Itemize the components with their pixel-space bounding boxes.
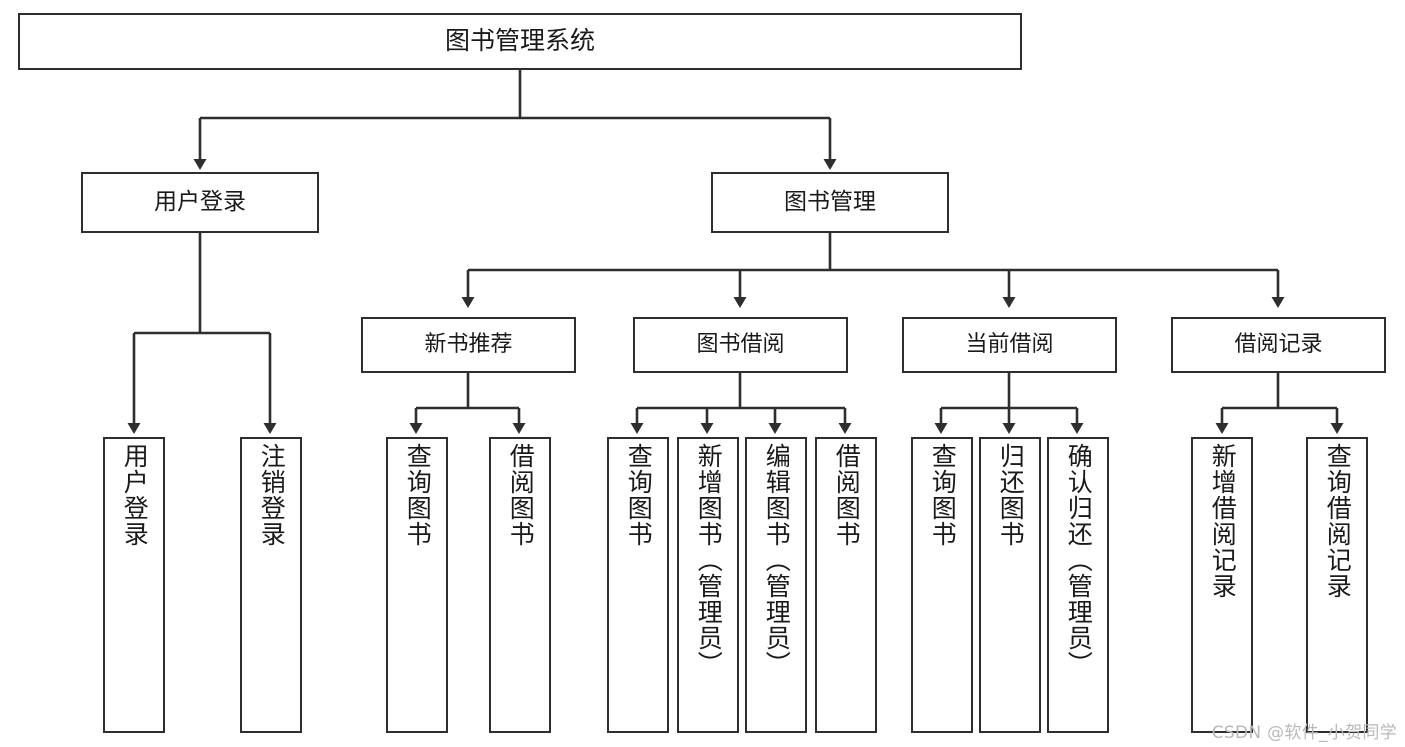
node-book-manage[interactable]: 图书管理 [711,172,949,233]
node-user-login-label: 用户登录 [154,189,246,216]
node-book-borrow-label: 图书借阅 [696,332,785,358]
node-leaf-confirm-return[interactable]: 确认归还（管理员） [1047,437,1109,733]
node-leaf-user-login-label: 用户登录 [120,443,150,547]
node-leaf-add-book-label: 新增图书（管理员） [694,443,724,677]
node-current-borrow[interactable]: 当前借阅 [902,317,1117,373]
node-root-label: 图书管理系统 [444,26,595,56]
csdn-watermark: CSDN @软件_小贺同学 [1211,723,1397,743]
node-leaf-borrow-book-1[interactable]: 借阅图书 [489,437,551,733]
node-leaf-query-book-2[interactable]: 查询图书 [607,437,669,733]
node-leaf-user-login[interactable]: 用户登录 [103,437,165,733]
node-leaf-user-logout[interactable]: 注销登录 [240,437,302,733]
node-leaf-edit-book[interactable]: 编辑图书（管理员） [745,437,807,733]
node-leaf-return-book-label: 归还图书 [996,443,1026,547]
node-leaf-query-book-1[interactable]: 查询图书 [386,437,448,733]
node-leaf-query-record[interactable]: 查询借阅记录 [1306,437,1368,733]
node-current-borrow-label: 当前借阅 [965,332,1054,358]
node-new-book-recommend[interactable]: 新书推荐 [361,317,576,373]
node-book-manage-label: 图书管理 [784,189,876,216]
node-leaf-user-logout-label: 注销登录 [257,443,287,547]
node-borrow-record[interactable]: 借阅记录 [1171,317,1386,373]
node-leaf-query-book-3[interactable]: 查询图书 [911,437,973,733]
node-leaf-borrow-book-1-label: 借阅图书 [506,443,536,547]
node-leaf-borrow-book-2-label: 借阅图书 [832,443,862,547]
node-new-book-recommend-label: 新书推荐 [424,332,513,358]
node-leaf-add-record-label: 新增借阅记录 [1208,443,1238,599]
node-leaf-query-book-3-label: 查询图书 [928,443,958,547]
node-leaf-add-record[interactable]: 新增借阅记录 [1191,437,1253,733]
node-leaf-add-book[interactable]: 新增图书（管理员） [677,437,739,733]
node-borrow-record-label: 借阅记录 [1234,332,1323,358]
node-leaf-return-book[interactable]: 归还图书 [979,437,1041,733]
node-leaf-query-book-1-label: 查询图书 [403,443,433,547]
node-leaf-query-book-2-label: 查询图书 [624,443,654,547]
node-user-login[interactable]: 用户登录 [81,172,319,233]
node-leaf-query-record-label: 查询借阅记录 [1323,443,1353,599]
node-leaf-edit-book-label: 编辑图书（管理员） [762,443,792,677]
node-leaf-borrow-book-2[interactable]: 借阅图书 [815,437,877,733]
node-leaf-confirm-return-label: 确认归还（管理员） [1064,443,1094,677]
node-book-borrow[interactable]: 图书借阅 [633,317,848,373]
node-root[interactable]: 图书管理系统 [18,13,1022,70]
